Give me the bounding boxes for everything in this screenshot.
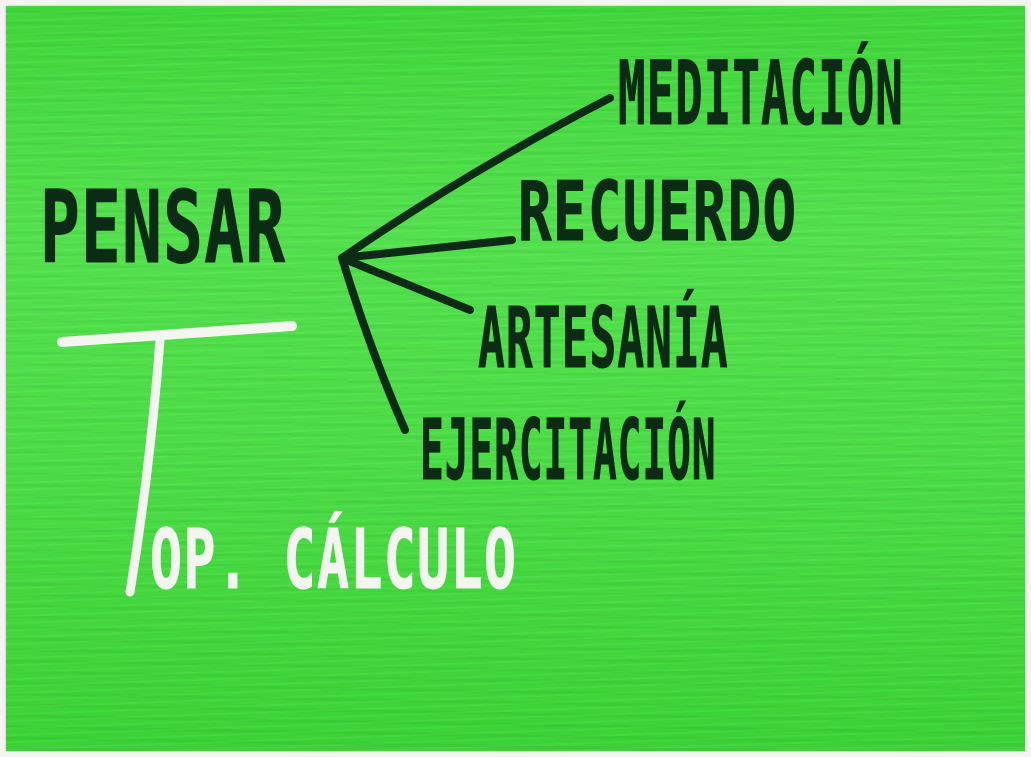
branch-ejercitacion: EJERCITACIÓN xyxy=(420,401,717,499)
sub-node-op-calculo: OP. CÁLCULO xyxy=(150,513,518,608)
t-connector-bar xyxy=(57,321,297,347)
arrow-to-meditacion xyxy=(338,94,614,262)
t-connector-stem xyxy=(125,335,165,597)
arrow-to-ejercitacion xyxy=(338,254,409,434)
arrow-to-artesania xyxy=(338,254,474,314)
arrow-to-recuerdo xyxy=(338,236,516,262)
branch-artesania: ARTESANÍA xyxy=(478,289,729,387)
branch-recuerdo: RECUERDO xyxy=(518,165,798,260)
branch-meditacion: MEDITACIÓN xyxy=(618,42,904,145)
root-node-pensar: PENSAR xyxy=(40,169,287,286)
green-painted-board xyxy=(6,6,1025,751)
